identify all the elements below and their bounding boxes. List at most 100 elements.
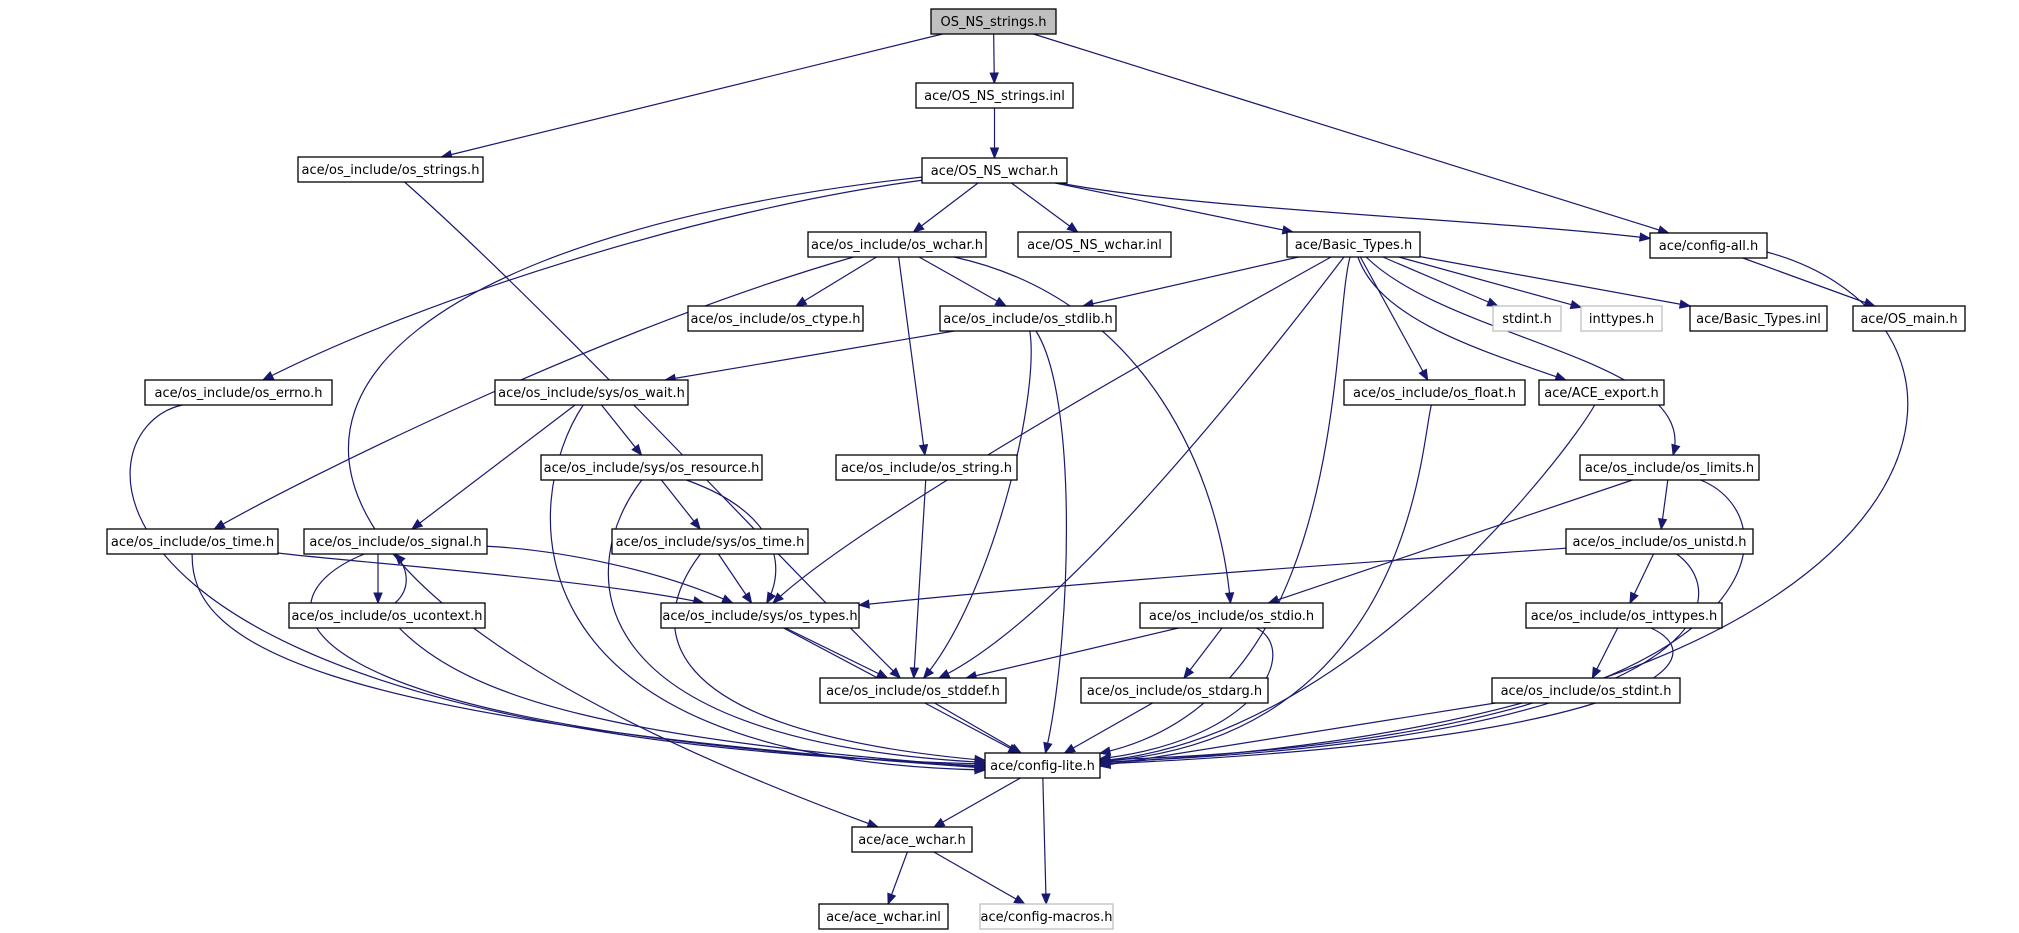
node-box[interactable] [1852, 305, 1966, 332]
node-box[interactable] [687, 305, 864, 332]
node-label: ace/os_include/sys/os_resource.h [544, 461, 760, 476]
node-box[interactable] [851, 826, 973, 853]
node-basic_types_inl[interactable]: ace/Basic_Types.inl [1689, 305, 1828, 332]
edge-nswchar-to-osi_wchar [913, 182, 979, 233]
node-box[interactable] [1538, 379, 1665, 406]
node-os_ucontext[interactable]: ace/os_include/os_ucontext.h [288, 602, 486, 629]
node-box[interactable] [540, 454, 763, 481]
node-os_stdio[interactable]: ace/os_include/os_stdio.h [1139, 602, 1324, 629]
node-box[interactable] [1492, 305, 1562, 332]
edge-nswchar-to-ace_wchar [347, 174, 943, 828]
node-box[interactable] [1649, 232, 1768, 259]
node-os_inttypes[interactable]: ace/os_include/os_inttypes.h [1525, 602, 1723, 629]
node-box[interactable] [979, 903, 1114, 930]
arrowhead-config_lite-to-ace_wchar [932, 817, 946, 828]
node-box[interactable] [818, 903, 949, 930]
node-box[interactable] [1491, 677, 1681, 704]
node-os_stdlib[interactable]: ace/os_include/os_stdlib.h [939, 305, 1117, 332]
node-os_time[interactable]: ace/os_include/os_time.h [106, 528, 279, 555]
edge-os_stdlib-to-sys_wait [665, 330, 955, 381]
node-os_signal[interactable]: ace/os_include/os_signal.h [303, 528, 488, 555]
node-box[interactable] [1017, 231, 1172, 258]
node-os_float[interactable]: ace/os_include/os_float.h [1343, 379, 1526, 406]
node-box[interactable] [835, 454, 1018, 481]
node-nsstrings_inl[interactable]: ace/OS_NS_strings.inl [915, 82, 1074, 109]
node-ace_wchar[interactable]: ace/ace_wchar.h [851, 826, 973, 853]
edge-basic_types-to-ace_export [1357, 256, 1566, 381]
node-box[interactable] [807, 231, 987, 258]
node-stdint[interactable]: stdint.h [1492, 305, 1562, 332]
node-box[interactable] [288, 602, 486, 629]
node-box[interactable] [144, 379, 333, 406]
node-box[interactable] [297, 156, 484, 183]
node-config_all[interactable]: ace/config-all.h [1649, 232, 1768, 259]
node-osi_wchar[interactable]: ace/os_include/os_wchar.h [807, 231, 987, 258]
arrowhead-ace_wchar-to-config_macros [1013, 894, 1026, 905]
node-config_macros[interactable]: ace/config-macros.h [979, 903, 1114, 930]
edge-os_float-to-config_lite [1099, 404, 1432, 763]
node-box[interactable] [921, 157, 1068, 184]
node-inttypes[interactable]: inttypes.h [1580, 305, 1663, 332]
node-sys_resource[interactable]: ace/os_include/sys/os_resource.h [540, 454, 763, 481]
node-box[interactable] [1080, 677, 1269, 704]
edge-ace_export-to-config_lite [1099, 404, 1596, 762]
node-box[interactable] [660, 602, 860, 629]
node-box[interactable] [1139, 602, 1324, 629]
node-box[interactable] [1525, 602, 1723, 629]
node-box[interactable] [1343, 379, 1526, 406]
node-ace_wchar_inl[interactable]: ace/ace_wchar.inl [818, 903, 949, 930]
node-label: ace/os_include/os_inttypes.h [1531, 609, 1718, 624]
node-label: ace/Basic_Types.inl [1696, 312, 1821, 327]
node-nswchar[interactable]: ace/OS_NS_wchar.h [921, 157, 1068, 184]
edge-config_all-to-os_main [1742, 257, 1875, 307]
edge-basic_types-to-sys_types [772, 256, 1332, 604]
arrowhead-sys_wait-to-sys_resource [631, 443, 643, 457]
node-box[interactable] [915, 82, 1074, 109]
arrowhead-basic_types-to-inttypes [1569, 299, 1583, 310]
node-label: ace/os_include/os_ucontext.h [291, 609, 482, 624]
node-box[interactable] [611, 528, 809, 555]
arrowhead-root-to-nsstrings_inl [989, 72, 999, 85]
arrowhead-nsstrings_inl-to-nswchar [989, 147, 1000, 160]
node-os_main[interactable]: ace/OS_main.h [1852, 305, 1966, 332]
node-box[interactable] [1579, 454, 1760, 481]
node-sys_types[interactable]: ace/os_include/sys/os_types.h [660, 602, 860, 629]
node-box[interactable] [819, 677, 1007, 704]
node-os_errno[interactable]: ace/os_include/os_errno.h [144, 379, 333, 406]
edge-os_stdio-to-os_stddef [965, 627, 1179, 679]
edge-basic_types-to-os_limits [1365, 256, 1676, 456]
node-os_ctype[interactable]: ace/os_include/os_ctype.h [687, 305, 864, 332]
node-box[interactable] [1565, 528, 1754, 555]
node-basic_types[interactable]: ace/Basic_Types.h [1286, 231, 1421, 258]
node-box[interactable] [1286, 231, 1421, 258]
arrowhead-basic_types-to-os_stddef [937, 669, 951, 679]
node-os_stdarg[interactable]: ace/os_include/os_stdarg.h [1080, 677, 1269, 704]
node-box[interactable] [939, 305, 1117, 332]
node-os_stddef[interactable]: ace/os_include/os_stddef.h [819, 677, 1007, 704]
node-label: ace/ACE_export.h [1544, 386, 1658, 401]
node-box[interactable] [494, 379, 689, 406]
node-box[interactable] [1580, 305, 1663, 332]
node-sys_wait[interactable]: ace/os_include/sys/os_wait.h [494, 379, 689, 406]
node-box[interactable] [930, 8, 1057, 35]
node-os_string[interactable]: ace/os_include/os_string.h [835, 454, 1018, 481]
node-label: ace/os_include/os_stdint.h [1501, 684, 1672, 699]
node-sys_time[interactable]: ace/os_include/sys/os_time.h [611, 528, 809, 555]
edge-config_all-to-config_lite [1099, 245, 1909, 764]
node-os_strings[interactable]: ace/os_include/os_strings.h [297, 156, 484, 183]
node-box[interactable] [984, 752, 1101, 779]
node-ace_export[interactable]: ace/ACE_export.h [1538, 379, 1665, 406]
node-box[interactable] [1689, 305, 1828, 332]
node-os_stdint[interactable]: ace/os_include/os_stdint.h [1491, 677, 1681, 704]
node-config_lite[interactable]: ace/config-lite.h [984, 752, 1101, 779]
edge-config_lite-to-ace_wchar [933, 777, 1021, 828]
node-root[interactable]: OS_NS_strings.h [930, 8, 1057, 35]
node-os_unistd[interactable]: ace/os_include/os_unistd.h [1565, 528, 1754, 555]
node-os_limits[interactable]: ace/os_include/os_limits.h [1579, 454, 1760, 481]
node-box[interactable] [303, 528, 488, 555]
node-box[interactable] [106, 528, 279, 555]
arrowhead-nswchar-to-nswchar_inl [1066, 221, 1079, 233]
arrowhead-os_signal-to-sys_types [721, 594, 734, 604]
node-nswchar_inl[interactable]: ace/OS_NS_wchar.inl [1017, 231, 1172, 258]
